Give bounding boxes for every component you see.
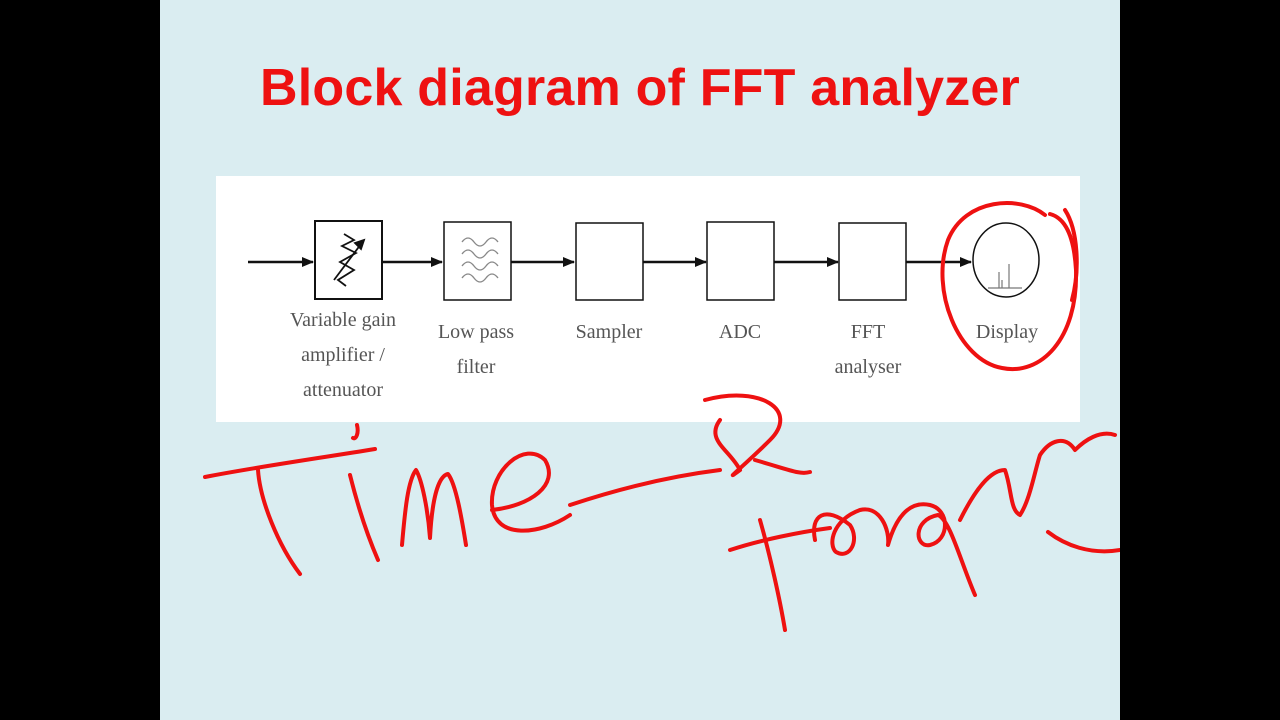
label-fft-analyser: FFT analyser bbox=[808, 315, 928, 385]
block-diagram: Variable gain amplifier / attenuator Low… bbox=[216, 176, 1080, 422]
ink-letter-T bbox=[203, 447, 377, 479]
label-line: Low pass bbox=[437, 321, 515, 343]
label-adc: ADC bbox=[680, 315, 800, 350]
label-line: Display bbox=[975, 321, 1039, 343]
block-display bbox=[972, 222, 1040, 298]
block-fft-analyser bbox=[838, 222, 907, 301]
page-title: Block diagram of FFT analyzer bbox=[260, 59, 1020, 117]
label-sampler: Sampler bbox=[549, 315, 669, 350]
block-adc bbox=[706, 221, 775, 301]
label-line: filter bbox=[456, 356, 496, 378]
label-line: attenuator bbox=[303, 379, 383, 401]
label-low-pass-filter: Low pass filter bbox=[416, 315, 536, 385]
block-low-pass-filter bbox=[443, 221, 512, 301]
ink-bracket bbox=[1063, 208, 1079, 302]
ink-word-frequency bbox=[812, 431, 1117, 597]
handwritten-annotation bbox=[203, 201, 1120, 632]
label-line: FFT bbox=[850, 321, 886, 343]
ink-letter-m bbox=[400, 468, 468, 547]
spectrum-display-icon bbox=[988, 264, 1022, 289]
label-line: Variable gain bbox=[289, 309, 397, 331]
ink-letter-i bbox=[348, 473, 380, 562]
label-line: Sampler bbox=[575, 321, 643, 343]
label-display: Display bbox=[947, 315, 1067, 350]
label-line: ADC bbox=[718, 321, 762, 343]
ink-swoosh bbox=[1046, 530, 1120, 554]
ink-letter-F bbox=[758, 518, 787, 632]
display-circle-mark bbox=[940, 201, 1079, 372]
label-line: amplifier / bbox=[301, 344, 385, 366]
slide: Block diagram of FFT analyzer bbox=[160, 0, 1120, 720]
label-line: analyser bbox=[834, 356, 902, 378]
waveform-icon bbox=[461, 237, 499, 283]
ink-arrow bbox=[568, 468, 722, 507]
label-variable-gain-amplifier: Variable gain amplifier / attenuator bbox=[268, 303, 418, 408]
block-sampler bbox=[575, 222, 644, 301]
ink-letter-e bbox=[489, 451, 572, 533]
diagram-svg bbox=[248, 220, 1040, 301]
variable-gain-icon bbox=[333, 233, 366, 287]
